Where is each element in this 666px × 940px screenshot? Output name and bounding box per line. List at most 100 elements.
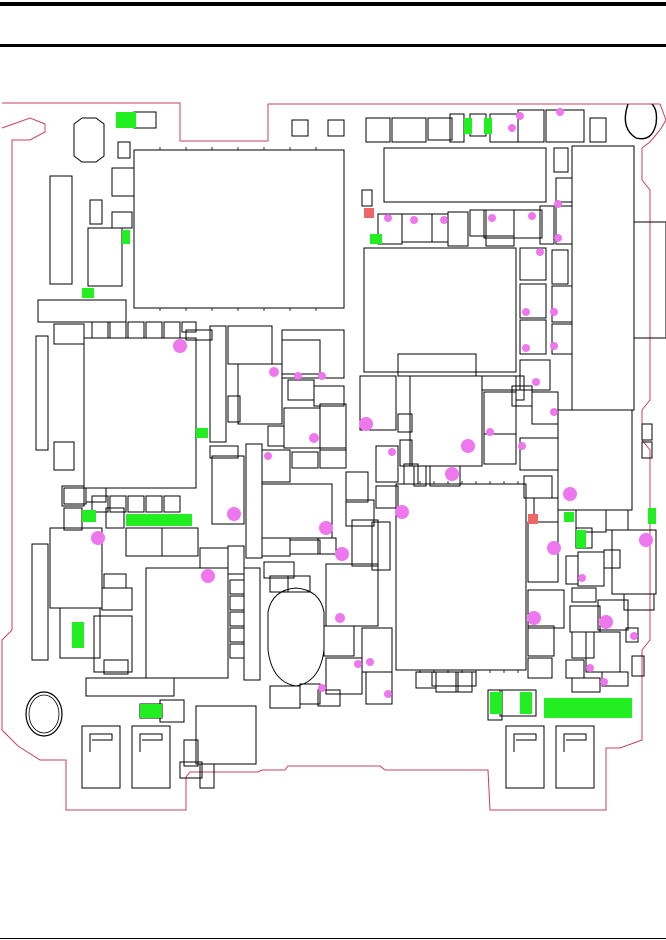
component-68 bbox=[103, 659, 129, 675]
component-90 bbox=[269, 575, 289, 593]
test-point-13 bbox=[227, 507, 241, 521]
component-17 bbox=[89, 199, 103, 225]
test-point-10 bbox=[395, 505, 409, 519]
test-point-4 bbox=[318, 372, 326, 380]
test-point-31 bbox=[554, 234, 562, 242]
component-58 bbox=[229, 595, 245, 611]
component-143 bbox=[403, 463, 419, 485]
component-26 bbox=[61, 485, 85, 507]
component-3 bbox=[363, 247, 517, 373]
component-18 bbox=[111, 211, 133, 229]
test-point-6 bbox=[359, 417, 373, 431]
test-pad-1 bbox=[116, 112, 136, 128]
component-159 bbox=[571, 631, 595, 659]
component-9 bbox=[633, 221, 666, 339]
component-77 bbox=[345, 471, 369, 503]
component-161 bbox=[565, 659, 585, 679]
component-46 bbox=[211, 455, 245, 525]
component-51 bbox=[261, 483, 333, 539]
component-119 bbox=[551, 285, 573, 323]
component-129 bbox=[483, 391, 517, 435]
component-33 bbox=[181, 321, 197, 333]
marker-red-1 bbox=[364, 208, 374, 218]
component-118 bbox=[519, 319, 547, 355]
test-point-46 bbox=[578, 574, 586, 582]
component-12 bbox=[31, 543, 49, 661]
component-42 bbox=[209, 325, 227, 443]
test-point-40 bbox=[518, 442, 526, 450]
test-point-36 bbox=[550, 342, 558, 350]
component-1 bbox=[133, 149, 345, 309]
component-172 bbox=[199, 763, 215, 789]
component-130 bbox=[483, 433, 517, 465]
component-88 bbox=[269, 685, 301, 709]
component-2 bbox=[383, 147, 547, 203]
component-71 bbox=[313, 385, 345, 407]
test-point-21 bbox=[384, 690, 392, 698]
test-pad-11 bbox=[370, 234, 382, 244]
antenna-clip-3 bbox=[505, 725, 545, 789]
test-point-42 bbox=[547, 541, 561, 555]
antenna-clip-spring-1 bbox=[89, 733, 113, 752]
component-173 bbox=[159, 699, 185, 723]
component-28 bbox=[91, 321, 109, 339]
test-point-19 bbox=[366, 658, 374, 666]
header-bottom-rule bbox=[0, 44, 666, 47]
test-point-26 bbox=[410, 216, 418, 224]
component-115 bbox=[553, 147, 569, 173]
component-112 bbox=[539, 205, 555, 245]
components-layer bbox=[31, 109, 666, 789]
component-87 bbox=[299, 683, 321, 705]
component-91 bbox=[263, 561, 295, 579]
footer-rule bbox=[0, 938, 666, 939]
test-point-2 bbox=[269, 367, 279, 377]
test-pad-5 bbox=[82, 510, 96, 522]
component-144 bbox=[413, 465, 427, 487]
component-41 bbox=[85, 487, 107, 503]
test-pad-7 bbox=[72, 622, 84, 648]
connector-clip bbox=[73, 117, 105, 163]
component-21 bbox=[133, 111, 157, 129]
component-120 bbox=[551, 323, 573, 355]
component-126 bbox=[409, 375, 483, 467]
component-52 bbox=[261, 537, 291, 557]
test-pad-8 bbox=[140, 704, 162, 718]
component-20 bbox=[117, 141, 131, 159]
component-43 bbox=[227, 325, 273, 365]
test-pad-16 bbox=[520, 692, 532, 714]
antenna-clip-1 bbox=[81, 725, 121, 789]
component-23 bbox=[59, 607, 101, 659]
test-point-45 bbox=[599, 615, 613, 629]
test-point-24 bbox=[508, 124, 516, 132]
component-75 bbox=[267, 425, 285, 447]
test-point-41 bbox=[563, 487, 577, 501]
test-point-37 bbox=[532, 378, 540, 386]
component-45 bbox=[227, 395, 241, 423]
component-38 bbox=[145, 495, 163, 513]
component-135 bbox=[527, 589, 565, 629]
component-147 bbox=[435, 671, 459, 693]
component-47 bbox=[209, 445, 239, 459]
component-5 bbox=[395, 483, 527, 671]
component-137 bbox=[527, 657, 553, 679]
component-136 bbox=[527, 625, 555, 657]
test-point-14 bbox=[201, 569, 215, 583]
component-11 bbox=[35, 335, 49, 451]
test-pad-6 bbox=[126, 514, 192, 526]
component-125 bbox=[359, 375, 397, 431]
component-81 bbox=[325, 563, 379, 627]
component-44 bbox=[237, 363, 283, 425]
component-103 bbox=[361, 189, 373, 207]
mounting-hole bbox=[25, 691, 63, 737]
component-142 bbox=[375, 485, 399, 509]
component-67 bbox=[101, 587, 133, 611]
test-point-43 bbox=[639, 533, 653, 547]
test-pad-15 bbox=[490, 692, 502, 714]
component-56 bbox=[227, 545, 245, 575]
component-132 bbox=[523, 475, 553, 499]
component-98 bbox=[517, 109, 545, 143]
test-point-12 bbox=[319, 521, 333, 535]
component-156 bbox=[597, 599, 629, 631]
component-138 bbox=[515, 375, 525, 401]
test-point-20 bbox=[318, 684, 326, 692]
